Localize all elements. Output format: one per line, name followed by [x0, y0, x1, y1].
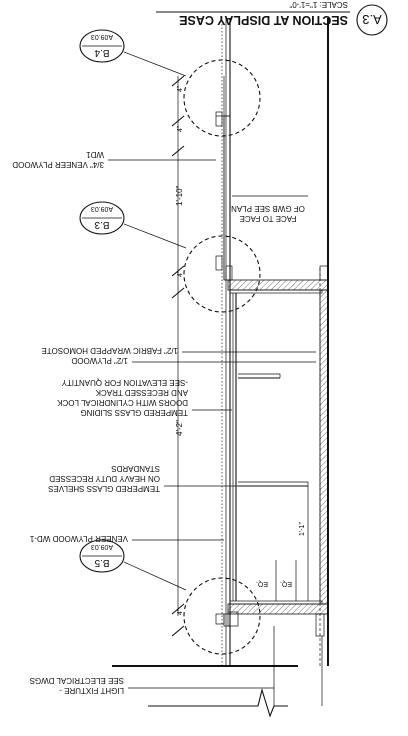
upper-veneer-panel [215, 76, 231, 281]
note-veneer-top-line2: WD1 [86, 150, 104, 159]
note-glass-shelves-line3: STANDARDS [111, 464, 160, 473]
callout-b3-id: B.3 [94, 219, 109, 230]
callout-tag-b4: B.4 A09.03 [79, 29, 187, 77]
lower-blocking [315, 613, 325, 637]
shelf-1-edge [238, 481, 309, 486]
panel-cleat-1 [215, 255, 223, 271]
callout-tag-b3: B.3 A09.03 [79, 201, 187, 249]
callout-b4-sheet: A09.03 [91, 33, 113, 40]
callout-b3-sheet: A09.03 [91, 205, 113, 212]
dim-4ft-2in: 4'-2" [175, 420, 184, 436]
door-track-bottom [227, 611, 239, 627]
callout-b4-id: B.4 [94, 47, 109, 58]
dim-4in-d: 4" [177, 608, 184, 615]
dim-4in-b: 4" [177, 125, 184, 132]
face-to-face-line2: OF GWB SEE PLAN [231, 204, 305, 213]
veneer-panel-upper [223, 115, 231, 281]
scale-label: SCALE: 1"=1'-0" [289, 0, 348, 9]
note-glass-doors-line2: DOORS WITH CYLINDRICAL LOCK [57, 398, 188, 407]
section-number-bubble [356, 4, 388, 36]
callout-b5-id: B.5 [94, 557, 109, 568]
dim-4in-a: 4" [177, 85, 184, 92]
note-glass-doors-line1: TEMPERED GLASS SLIDING [80, 408, 188, 417]
shelf-2-edge [238, 373, 281, 378]
veneer-panel-lower [223, 613, 231, 627]
back-panel-homosote [319, 289, 329, 605]
case-bottom-trim [229, 600, 323, 605]
interior-dims: 1'-1" EQ. EQ. [256, 486, 309, 601]
note-glass-shelves-line2: ON HEAVY DUTY RECESSED [49, 474, 160, 483]
note-veneer-bottom: VENEER PLYWOOD WD-1 [29, 534, 128, 543]
face-to-face-line1: FACE TO FACE [239, 214, 296, 223]
light-fixture-zone [273, 626, 323, 706]
dimension-string: 4" 4" 1'-10" 4" 4'-2" 4" [171, 75, 185, 637]
dim-4in-c: 4" [177, 270, 184, 277]
break-line [148, 687, 288, 718]
note-light-line2: SEE ELECTRICAL DWGS [30, 676, 124, 685]
wall [221, 18, 329, 666]
note-glass-doors-line4: -SEE ELEVATION FOR QUANTITY [61, 378, 188, 387]
note-glass-doors-line3: AND RECESSED TRACK [95, 388, 188, 397]
note-veneer-top-line1: 3/4" VENEER PLYWOOD [12, 160, 104, 169]
face-to-face-note: FACE TO FACE OF GWB SEE PLAN [231, 195, 308, 223]
display-case [225, 265, 329, 637]
dim-1ft-1in: 1'-1" [299, 522, 306, 536]
callout-circle-b5 [183, 577, 261, 655]
case-top-panel [227, 279, 329, 291]
lower-cleat [215, 613, 225, 625]
dim-eq-2: EQ. [256, 580, 268, 587]
note-light-line1: LIGHT FIXTURE - [59, 686, 124, 695]
callout-b5-sheet: A09.03 [91, 543, 113, 550]
callout-circle-b3 [183, 235, 261, 313]
note-glass-shelves-line1: TEMPERED GLASS SHELVES [48, 484, 160, 493]
upper-blocking [319, 265, 329, 281]
case-bottom-panel [227, 603, 329, 615]
callout-tag-b5: B.5 A09.03 [79, 539, 187, 591]
note-plywood: 1/2" PLYWOOD [71, 356, 128, 365]
notes-group: 3/4" VENEER PLYWOOD WD1 1/2" FABRIC WRAP… [12, 150, 316, 695]
note-homosote: 1/2" FABRIC WRAPPED HOMOSOTE [41, 346, 178, 355]
panel-cleat-2 [215, 111, 223, 127]
door-track-top [225, 265, 233, 281]
callout-circle-b4 [183, 59, 261, 137]
section-number: A.3 [362, 12, 382, 27]
title-block: A.3 SECTION AT DISPLAY CASE SCALE: 1"=1'… [156, 0, 388, 36]
dim-1ft-10in: 1'-10" [175, 185, 184, 206]
section-title: SECTION AT DISPLAY CASE [179, 13, 348, 27]
case-top-trim [229, 289, 323, 294]
dim-eq-1: EQ. [280, 580, 292, 587]
